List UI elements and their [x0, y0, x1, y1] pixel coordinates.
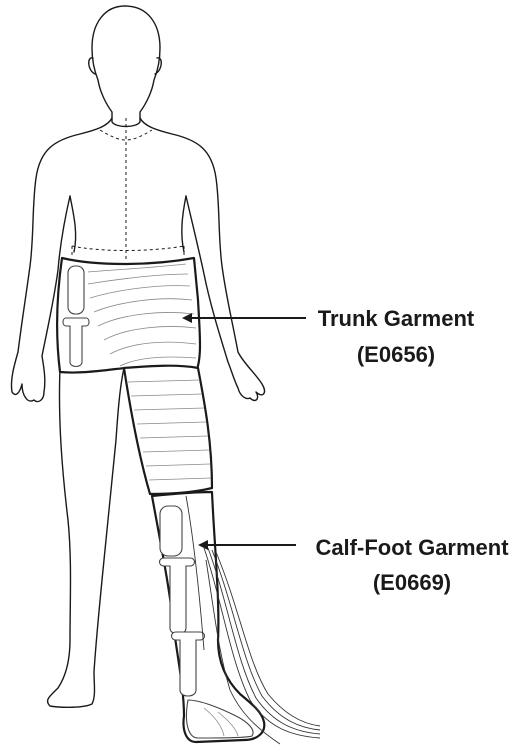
trunk-garment-label: Trunk Garment — [318, 306, 475, 331]
trunk-pad-upper — [68, 266, 84, 314]
left-leg-outline — [48, 368, 124, 707]
head-outline — [92, 6, 160, 127]
thigh-sleeve — [124, 366, 212, 494]
calf-pad-1 — [160, 506, 182, 556]
calf-foot-garment-label: Calf-Foot Garment — [315, 535, 509, 560]
trunk-garment-code: (E0656) — [357, 342, 435, 367]
calf-foot-garment — [152, 492, 264, 742]
calf-foot-garment-code: (E0669) — [373, 570, 451, 595]
trunk-garment — [57, 258, 200, 373]
thigh-sleeve-body — [124, 366, 212, 494]
